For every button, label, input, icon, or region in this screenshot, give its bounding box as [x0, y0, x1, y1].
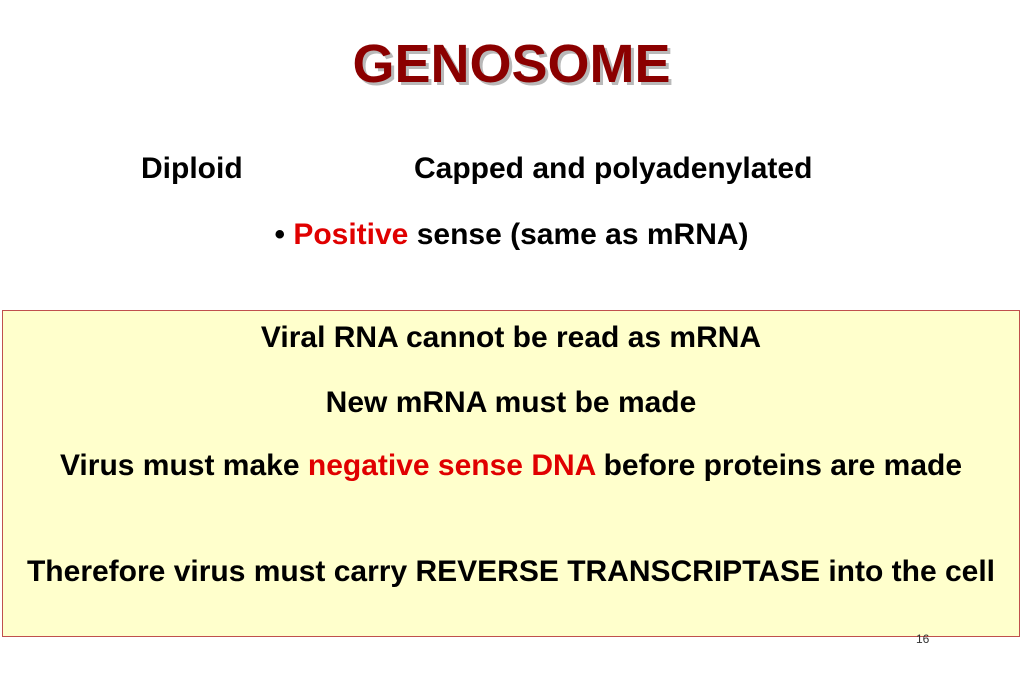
slide-title: GENOSOME: [352, 34, 671, 94]
box-paragraph-2: New mRNA must be made: [325, 386, 697, 419]
sense-bullet-line: • Positive sense (same as mRNA): [0, 218, 1023, 252]
paragraph-3-after: before proteins are made: [603, 449, 963, 482]
sense-text: sense (same as mRNA): [416, 218, 749, 251]
genome-properties-line: Diploid Capped and polyadenylated: [0, 152, 1023, 192]
paragraph-3-before: Virus must make: [59, 449, 300, 482]
box-paragraph-1: Viral RNA cannot be read as mRNA: [260, 321, 762, 354]
explanation-box: Viral RNA cannot be read as mRNA New mRN…: [2, 310, 1020, 637]
page-number: 16: [916, 632, 930, 646]
diploid-label: Diploid: [141, 152, 243, 185]
positive-highlight: Positive: [293, 218, 409, 251]
box-paragraph-3: Virus must make negative sense DNA befor…: [3, 445, 1019, 487]
box-paragraph-4: Therefore virus must carry REVERSE TRANS…: [26, 555, 995, 588]
bullet-icon: •: [274, 218, 285, 251]
negative-sense-highlight: negative sense DNA: [307, 449, 596, 482]
capped-label: Capped and polyadenylated: [414, 152, 813, 185]
